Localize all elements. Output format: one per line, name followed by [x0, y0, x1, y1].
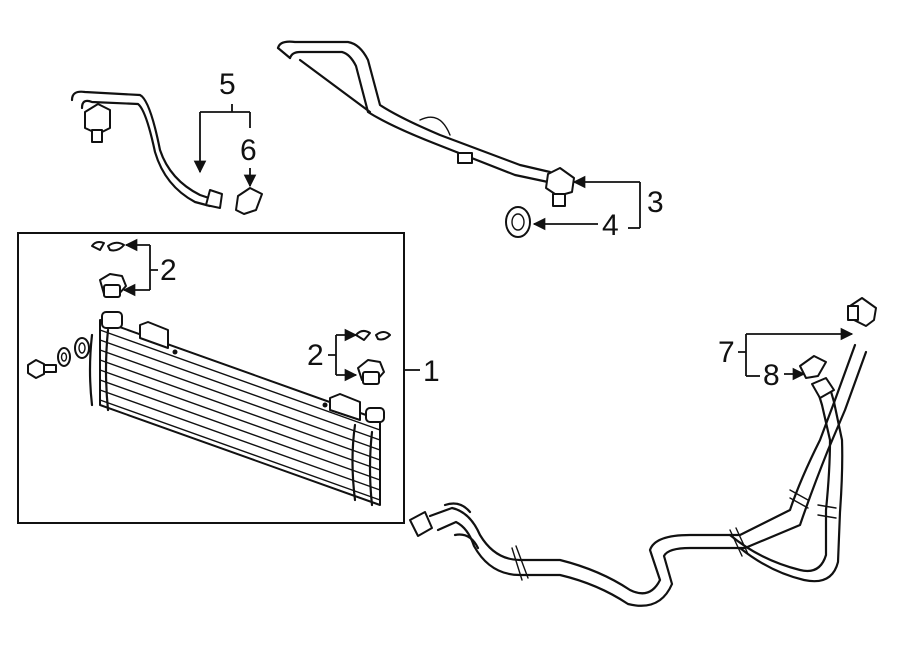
callout-2-top: 2 — [160, 254, 177, 287]
tube-3 — [276, 40, 575, 207]
clip-6 — [235, 187, 263, 215]
callout-7: 7 — [718, 336, 735, 369]
fitting-right — [355, 329, 391, 385]
callout-1: 1 — [423, 355, 440, 388]
callout-5: 5 — [219, 68, 236, 101]
callout-3: 3 — [647, 186, 664, 219]
cooler-assembly-box — [17, 232, 405, 524]
callout-2-right: 2 — [307, 339, 324, 372]
lower-lines-assembly — [409, 297, 877, 607]
hose-5 — [70, 90, 223, 209]
oil-cooler — [88, 311, 385, 507]
seal-ring-4 — [505, 206, 531, 238]
fitting-top — [91, 241, 127, 298]
callout-8: 8 — [763, 359, 780, 392]
callout-6: 6 — [240, 134, 257, 167]
callout-4: 4 — [602, 209, 619, 242]
bolt-and-washers — [27, 337, 90, 379]
leader-lines — [124, 104, 852, 382]
